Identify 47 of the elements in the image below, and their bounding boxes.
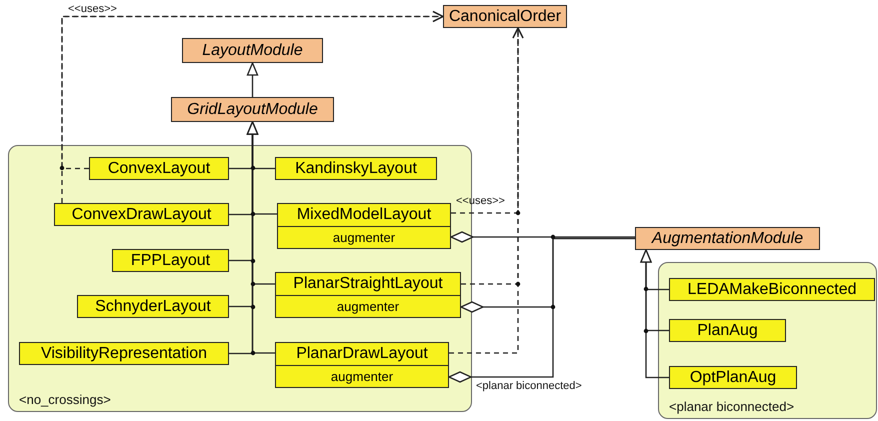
package-panel — [658, 262, 877, 419]
edge-label: <<uses>> — [68, 3, 117, 15]
class-box — [669, 366, 797, 389]
class-box — [443, 5, 567, 28]
inheritance-arrow — [640, 249, 669, 378]
class-name: ConvexDrawLayout — [72, 206, 212, 224]
attribute-name: augmenter — [330, 368, 394, 384]
class-name: PlanarStraightLayout — [293, 274, 443, 293]
constraint-note: <planar biconnected> — [669, 399, 794, 414]
edge-label: <planar biconnected> — [476, 380, 582, 392]
inheritance-arrow — [246, 62, 258, 97]
class-box — [182, 38, 323, 63]
aggregation-line — [448, 238, 635, 383]
class-box — [277, 203, 451, 249]
dependency-arrow — [449, 27, 524, 354]
class-box — [669, 319, 786, 342]
class-name: CanonicalOrder — [448, 8, 562, 26]
class-box — [275, 272, 461, 318]
class-box — [77, 295, 229, 318]
class-name: MixedModelLayout — [296, 206, 432, 224]
class-box — [89, 157, 229, 180]
class-box — [112, 249, 229, 272]
class-box — [171, 97, 334, 122]
class-box — [275, 157, 437, 180]
class-box — [635, 227, 820, 250]
class-name: LEDAMakeBiconnected — [688, 280, 856, 298]
class-name: PlanarDrawLayout — [296, 344, 428, 363]
class-name: GridLayoutModule — [187, 100, 318, 118]
class-name: SchnyderLayout — [95, 298, 211, 316]
class-name: ConvexLayout — [108, 160, 210, 178]
aggregation-line — [450, 231, 635, 243]
class-name: OptPlanAug — [690, 368, 776, 386]
class-box — [669, 278, 875, 301]
class-box — [275, 342, 449, 388]
class-box — [54, 203, 229, 226]
class-box — [19, 342, 229, 365]
constraint-note: <no_crossings> — [19, 392, 111, 407]
attribute-name: augmenter — [336, 298, 400, 314]
attribute-name: augmenter — [332, 230, 396, 245]
class-name: LayoutModule — [202, 42, 303, 60]
class-name: AugmentationModule — [652, 230, 804, 248]
class-name: VisibilityRepresentation — [40, 344, 207, 362]
inheritance-arrow — [246, 121, 275, 354]
class-name: PlanAug — [697, 322, 758, 340]
dependency-arrow — [61, 10, 444, 170]
class-name: FPPLayout — [130, 252, 210, 270]
class-name: KandinskyLayout — [295, 160, 417, 178]
